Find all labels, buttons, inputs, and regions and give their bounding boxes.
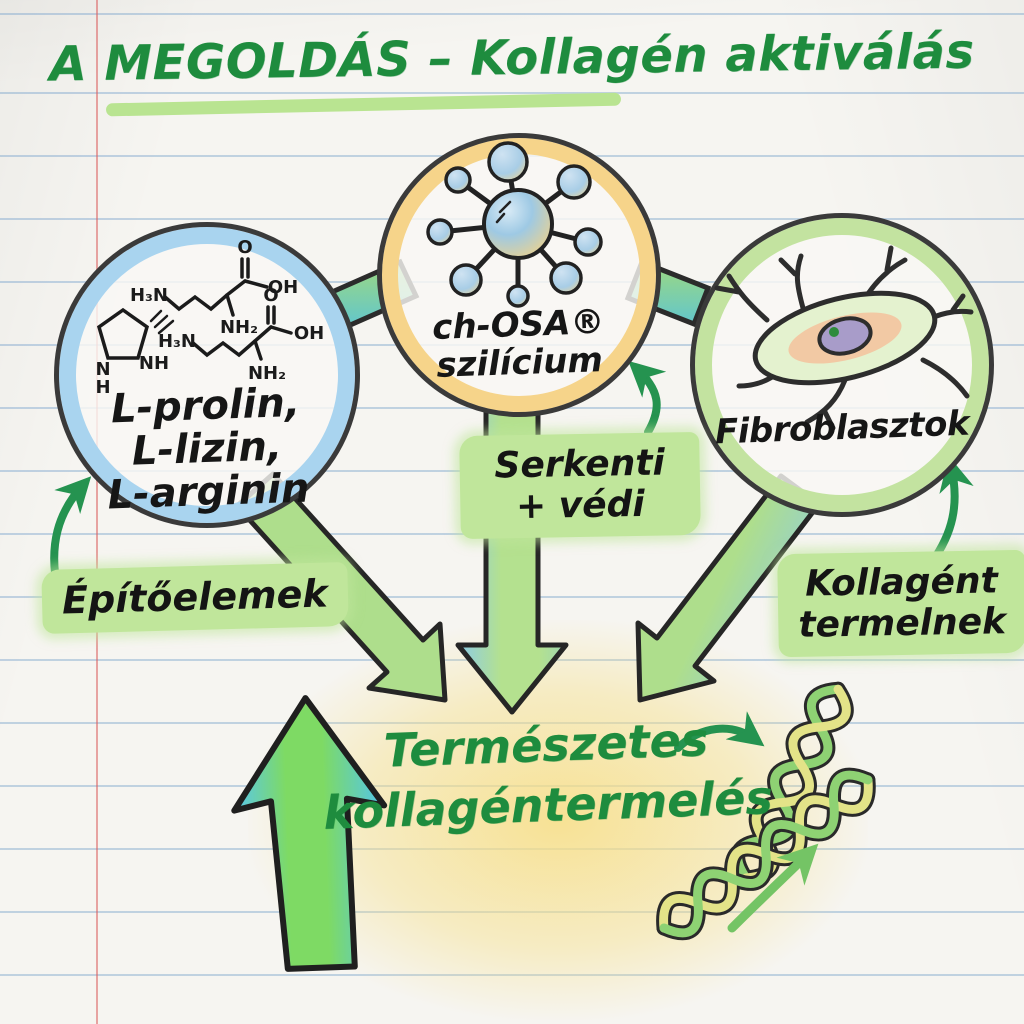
node-amino-acids: N H NH H₃N O OH NH₂ H₃N O OH NH₂ L-proli… [54, 222, 360, 528]
fibroblast-cell-icon [714, 245, 974, 431]
chem-label: H₃N [130, 285, 168, 306]
chem-label: NH₂ [248, 363, 286, 384]
chosa-label: ch-OSA® szilícium [381, 301, 657, 387]
chem-label: N [95, 359, 110, 380]
caption-stimulates-line: Serkenti [494, 442, 666, 487]
chem-label: OH [294, 323, 324, 344]
stimulates-up-arrow-icon [628, 360, 667, 436]
caption-stimulates: Serkenti + védi [459, 431, 701, 539]
arrow-fibro-down [635, 473, 822, 703]
result-to-helix-arrow-icon [674, 711, 765, 752]
collagen-helix-icon [656, 681, 876, 941]
caption-produce: Kollagént termelnek [777, 549, 1024, 657]
amino-label: L-prolin, L-lizin, L-arginin [57, 380, 357, 519]
chem-label: OH [268, 277, 298, 298]
caption-stimulates-line: + védi [515, 484, 646, 528]
chem-label: NH₂ [220, 317, 258, 338]
chem-label: NH [139, 353, 169, 374]
amino-structures-icon: N H NH H₃N O OH NH₂ H₃N O OH NH₂ [95, 237, 324, 398]
chem-label: H₃N [158, 331, 196, 352]
chem-label: O [263, 285, 278, 306]
node-fibroblasts: Fibroblasztok [690, 213, 994, 517]
result-text: Természetes kollagéntermelés [320, 708, 774, 843]
caption-produce-line: termelnek [798, 601, 1007, 647]
node-chosa: ch-OSA® szilícium [377, 133, 661, 417]
helix-up-arrow-icon [727, 843, 819, 933]
molecule-icon [426, 141, 603, 308]
chem-label: H [95, 377, 110, 398]
caption-builders: Építőelemek [41, 562, 349, 634]
arrow-result-up [231, 695, 388, 972]
paper-margin-line [96, 0, 98, 1024]
chem-label: O [237, 237, 252, 258]
caption-produce-line: Kollagént [804, 560, 999, 605]
